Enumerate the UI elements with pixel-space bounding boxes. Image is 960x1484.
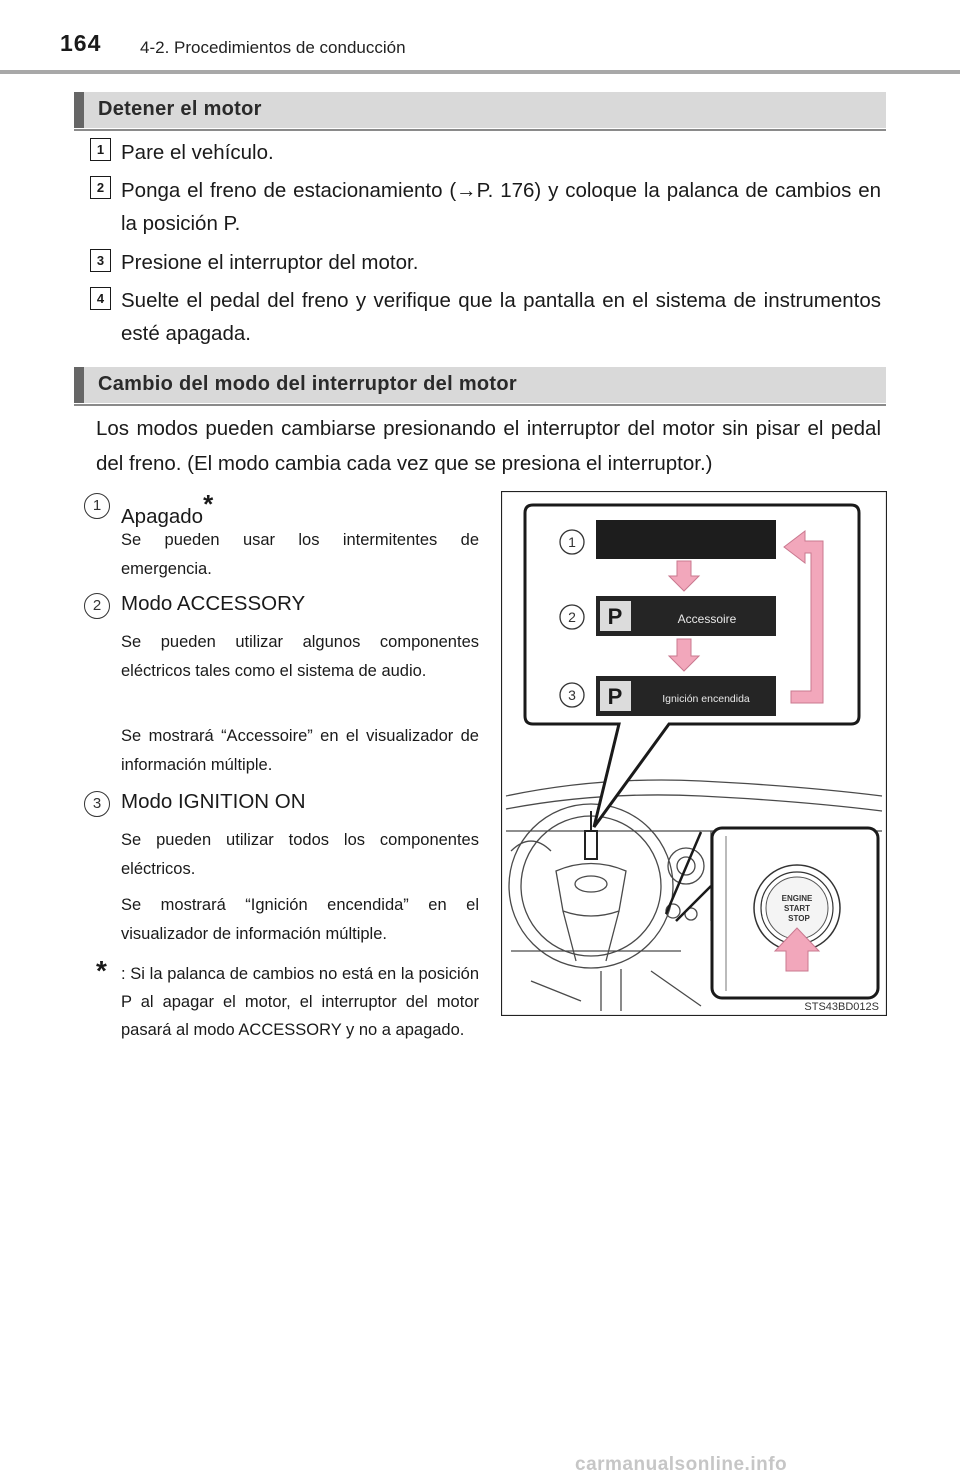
display-p-letter: P xyxy=(608,604,623,629)
header-divider xyxy=(0,70,960,74)
display-p-badge xyxy=(600,601,631,631)
mode-description: Se mostrará “Ignición encendida” en el v… xyxy=(121,896,479,943)
step-text: Presione el interruptor del motor. xyxy=(121,251,419,274)
mode-number-circle: 2 xyxy=(84,593,110,619)
callout-bubble xyxy=(523,503,861,828)
section-heading-text: Detener el motor xyxy=(98,98,262,120)
mode-description: Se pueden utilizar algunos componentes e… xyxy=(121,633,479,680)
inset-pointer-lines xyxy=(664,831,712,922)
arrow-down-icon xyxy=(667,638,701,672)
step-text: Suelte el pedal del freno y verifique qu… xyxy=(121,289,881,345)
mode-description: Se mostrará “Accessoire” en el visualiza… xyxy=(121,727,479,774)
step-number-box: 4 xyxy=(90,287,111,310)
mode-title-text: Apagado xyxy=(121,504,204,528)
callout-number-3-text: 3 xyxy=(568,687,576,703)
press-arrow-icon xyxy=(773,927,821,972)
footnote-star: * xyxy=(203,489,214,519)
footnote-text: : Si la palanca de cambios no está en la… xyxy=(121,965,479,1039)
display-p-letter: P xyxy=(608,684,623,709)
step-number-box: 1 xyxy=(90,138,111,161)
display-off xyxy=(596,520,776,559)
figure-code: STS43BD012S xyxy=(804,1001,879,1013)
dashboard-line-art xyxy=(505,779,883,1011)
page-number: 164 xyxy=(60,30,102,56)
button-label-line3: STOP xyxy=(788,914,810,923)
section-heading-stop-engine: Detener el motor xyxy=(74,92,886,131)
mode-number-circle: 1 xyxy=(84,493,110,519)
section-heading-switch-mode: Cambio del modo del interruptor del moto… xyxy=(74,367,886,406)
arrow-down-icon xyxy=(667,560,701,592)
mode-title: Apagado* xyxy=(121,489,214,529)
callout-number-2 xyxy=(559,604,585,630)
display-p-badge xyxy=(600,681,631,711)
callout-number-1-text: 1 xyxy=(568,534,576,550)
cycle-return-arrow-icon xyxy=(783,529,824,704)
callout-number-2-text: 2 xyxy=(568,609,576,625)
step-text: Pare el vehículo. xyxy=(121,141,274,164)
mode-description: Se pueden usar los intermitentes de emer… xyxy=(121,531,479,578)
display-accessory-text: Accessoire xyxy=(678,612,737,626)
display-ignition-text: Ignición encendida xyxy=(662,693,750,705)
mode-description: Se pueden utilizar todos los componentes… xyxy=(121,831,479,878)
callout-number-3 xyxy=(559,682,585,708)
section-heading-text: Cambio del modo del interruptor del moto… xyxy=(98,373,517,395)
watermark-text: carmanualsonline.info xyxy=(575,1454,788,1475)
footnote-star: * xyxy=(96,955,107,986)
illustration-svg: 1 2 3 P Accessoire P Ignición encendida … xyxy=(500,490,888,1017)
mode-title: Modo ACCESSORY xyxy=(121,592,306,615)
engine-switch-illustration: 1 2 3 P Accessoire P Ignición encendida … xyxy=(500,490,888,1017)
mode-title: Modo IGNITION ON xyxy=(121,790,306,813)
callout-number-1 xyxy=(559,529,585,555)
step-text: Ponga el freno de estacionamiento (→P. 1… xyxy=(121,179,881,235)
button-label-line2: START xyxy=(784,904,810,913)
step-number-box: 3 xyxy=(90,249,111,272)
button-label-line1: ENGINE xyxy=(782,894,813,903)
page-section-title: 4-2. Procedimientos de conducción xyxy=(140,38,406,57)
intro-paragraph: Los modos pueden cambiarse presionando e… xyxy=(96,417,881,475)
step-number-box: 2 xyxy=(90,176,111,199)
mode-number-circle: 3 xyxy=(84,791,110,817)
